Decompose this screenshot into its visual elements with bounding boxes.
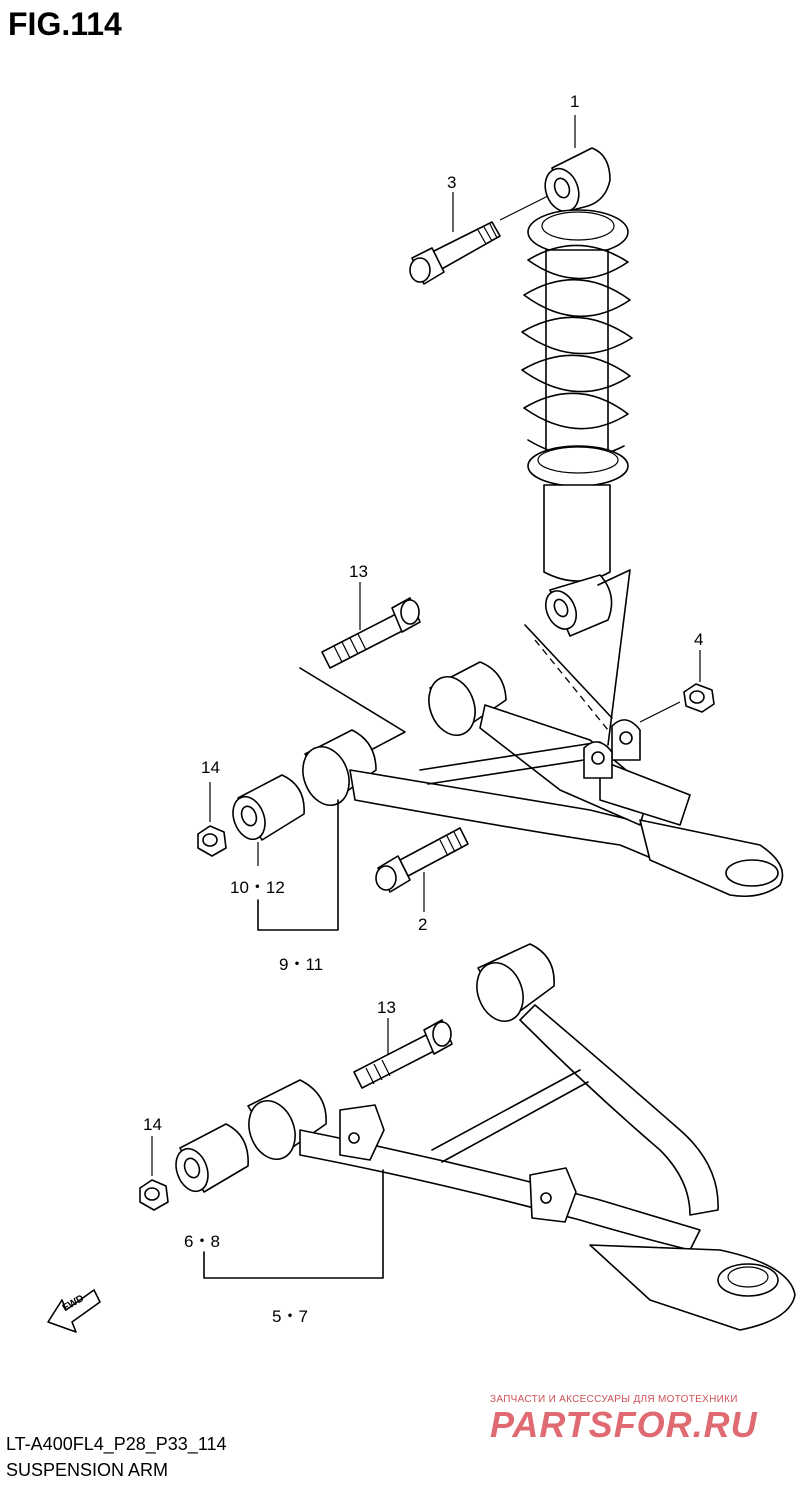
watermark-tagline: ЗАПЧАСТИ И АКСЕССУАРЫ ДЛЯ МОТОТЕХНИКИ bbox=[490, 1394, 738, 1405]
callout-6-8: 6・8 bbox=[184, 1232, 220, 1251]
callout-13-lower: 13 bbox=[377, 998, 396, 1017]
model-code: LT-A400FL4_P28_P33_114 bbox=[6, 1434, 227, 1454]
shock-absorber[interactable] bbox=[521, 115, 633, 637]
nut-4[interactable] bbox=[683, 650, 715, 713]
callout-3: 3 bbox=[447, 173, 457, 192]
nut-14-upper[interactable] bbox=[197, 782, 227, 857]
callout-9-11: 9・11 bbox=[279, 955, 324, 974]
watermark-brand: PARTSFOR.RU bbox=[490, 1404, 758, 1445]
bolt-13-upper[interactable] bbox=[321, 582, 421, 669]
upper-suspension-arm[interactable] bbox=[295, 661, 784, 898]
nut-14-lower[interactable] bbox=[139, 1136, 169, 1211]
bolt-13-lower[interactable] bbox=[353, 1018, 453, 1089]
callout-2: 2 bbox=[418, 915, 428, 934]
bolt-2[interactable] bbox=[375, 827, 469, 912]
bracket-5-7 bbox=[203, 1169, 384, 1279]
callout-13-upper: 13 bbox=[349, 562, 368, 581]
fwd-arrow-icon bbox=[47, 1289, 101, 1333]
callout-4: 4 bbox=[694, 630, 704, 649]
section-name: SUSPENSION ARM bbox=[6, 1460, 169, 1480]
bracket-9-11 bbox=[257, 799, 339, 931]
bolt-3[interactable] bbox=[409, 192, 549, 285]
bushing-6-8[interactable] bbox=[170, 1123, 249, 1196]
callout-14-lower: 14 bbox=[143, 1115, 162, 1134]
figure-title: FIG.114 bbox=[8, 6, 122, 42]
lower-suspension-arm[interactable] bbox=[241, 943, 796, 1331]
callout-10-12: 10・12 bbox=[230, 878, 285, 897]
callout-1: 1 bbox=[570, 92, 580, 111]
callout-14-upper: 14 bbox=[201, 758, 220, 777]
bushing-10-12[interactable] bbox=[227, 774, 305, 866]
callout-5-7: 5・7 bbox=[272, 1307, 308, 1326]
